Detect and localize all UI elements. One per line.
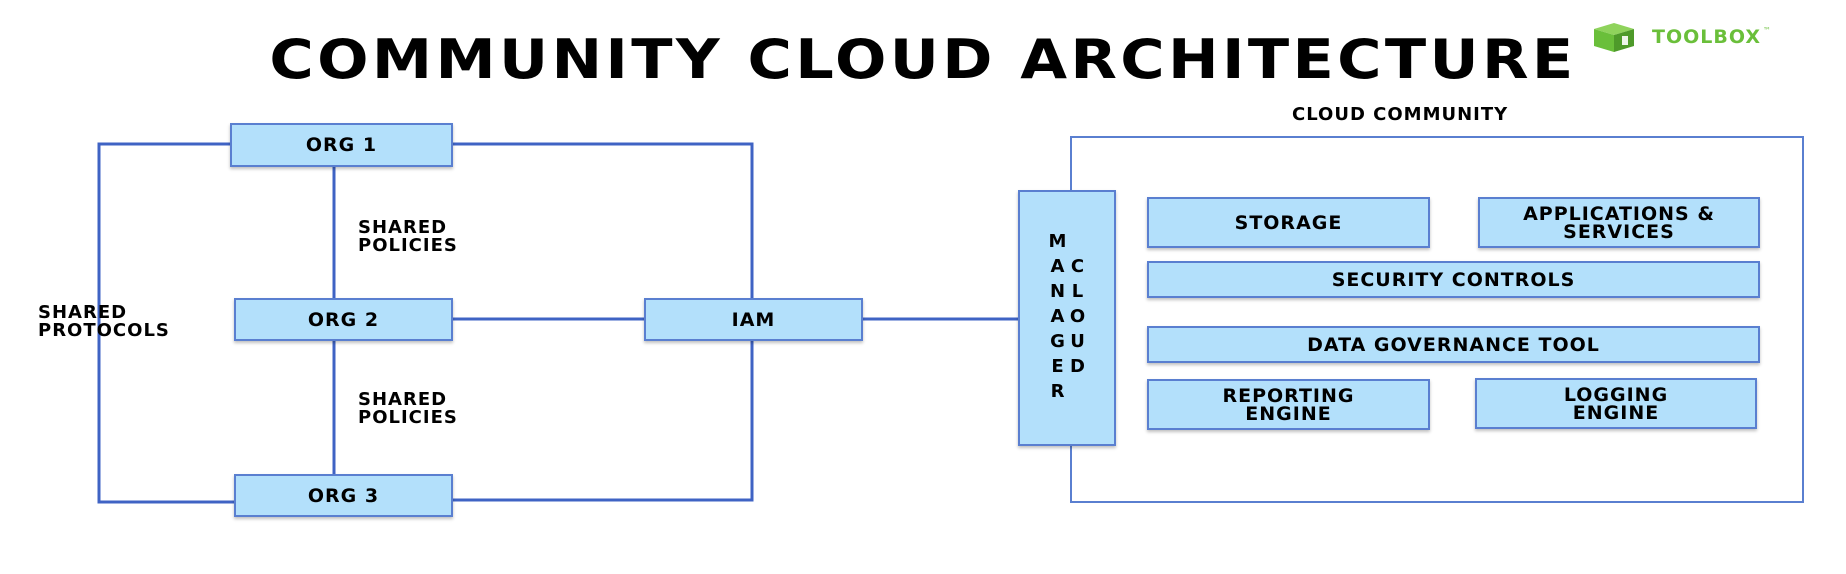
reporting-engine-node: REPORTING ENGINE xyxy=(1147,379,1430,430)
iam-node: IAM xyxy=(644,298,863,341)
org-3-node: ORG 3 xyxy=(234,474,453,517)
org1-to-iam-line xyxy=(452,142,754,300)
cloud-community-container xyxy=(1070,136,1804,503)
cloud-community-label: CLOUD COMMUNITY xyxy=(1292,104,1509,125)
data-governance-node: DATA GOVERNANCE TOOL xyxy=(1147,326,1760,363)
applications-services-node: APPLICATIONS & SERVICES xyxy=(1478,197,1760,248)
shared-policies-bottom-label: SHARED POLICIES xyxy=(358,389,458,428)
page-title: COMMUNITY CLOUD ARCHITECTURE xyxy=(269,28,1577,91)
storage-node: STORAGE xyxy=(1147,197,1430,248)
shared-protocols-line xyxy=(97,142,236,504)
logo-text: TOOLBOX xyxy=(1652,26,1761,48)
logo-trademark: ™ xyxy=(1762,26,1771,35)
org-1-node: ORG 1 xyxy=(230,123,453,167)
shared-policies-top-label: SHARED POLICIES xyxy=(358,217,458,256)
toolbox-logo: TOOLBOX ™ xyxy=(1590,20,1830,54)
org-2-node: ORG 2 xyxy=(234,298,453,341)
logging-engine-node: LOGGING ENGINE xyxy=(1475,378,1757,429)
security-controls-node: SECURITY CONTROLS xyxy=(1147,261,1760,298)
cloud-manager-node: CLOUD MANAGER xyxy=(1018,190,1116,446)
org3-to-iam-line xyxy=(452,340,754,502)
shared-protocols-label: SHARED PROTOCOLS xyxy=(38,302,170,341)
toolbox-cube-icon xyxy=(1590,21,1642,53)
